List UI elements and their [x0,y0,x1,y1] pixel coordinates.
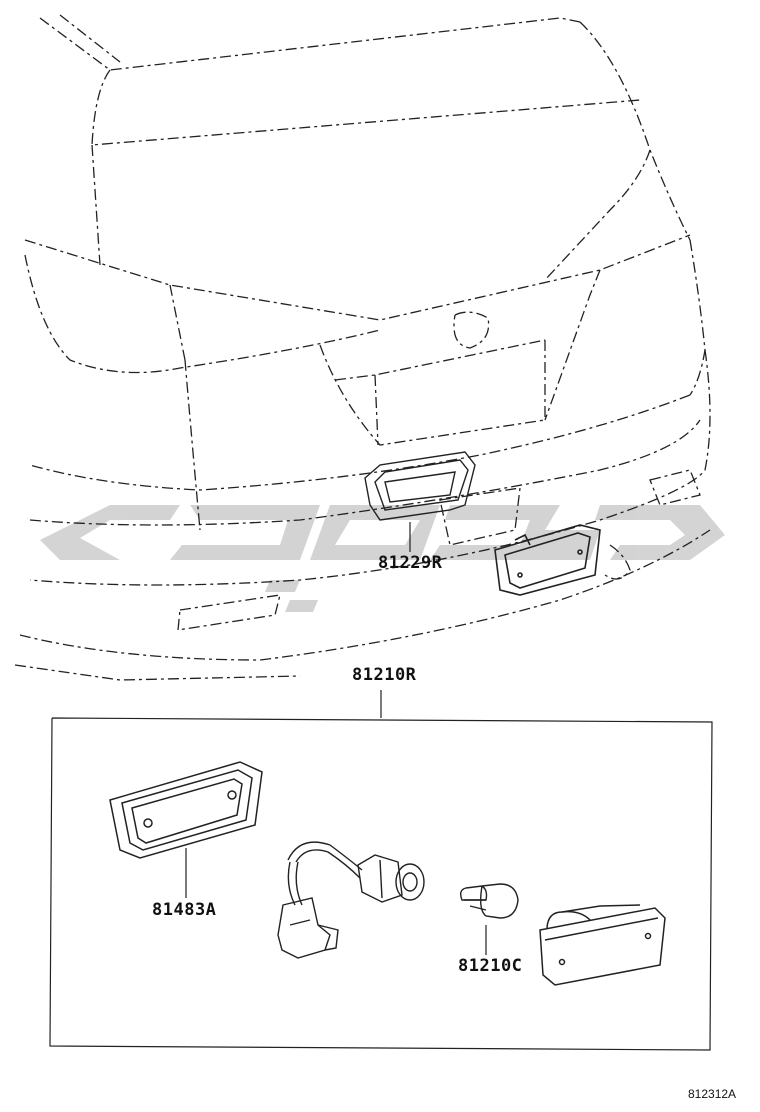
side-marker-lamp-installed [494,524,601,596]
socket-wire-harness [277,841,425,959]
vehicle-rear-outline [14,14,711,681]
part-label-81210c: 81210C [458,956,523,976]
part-label-81483a: 81483A [152,900,217,920]
gasket-part [109,761,263,859]
part-label-81229r: 81229R [378,553,443,573]
bulb-part [459,883,519,919]
diagram-reference-code: 812312A [688,1087,737,1101]
watermark-logo [40,505,725,612]
part-label-81210r: 81210R [352,665,417,685]
assembly-frame [49,717,713,1051]
license-garnish-installed [364,451,476,521]
leader-lines [185,522,487,955]
marker-lens-part [539,904,666,986]
